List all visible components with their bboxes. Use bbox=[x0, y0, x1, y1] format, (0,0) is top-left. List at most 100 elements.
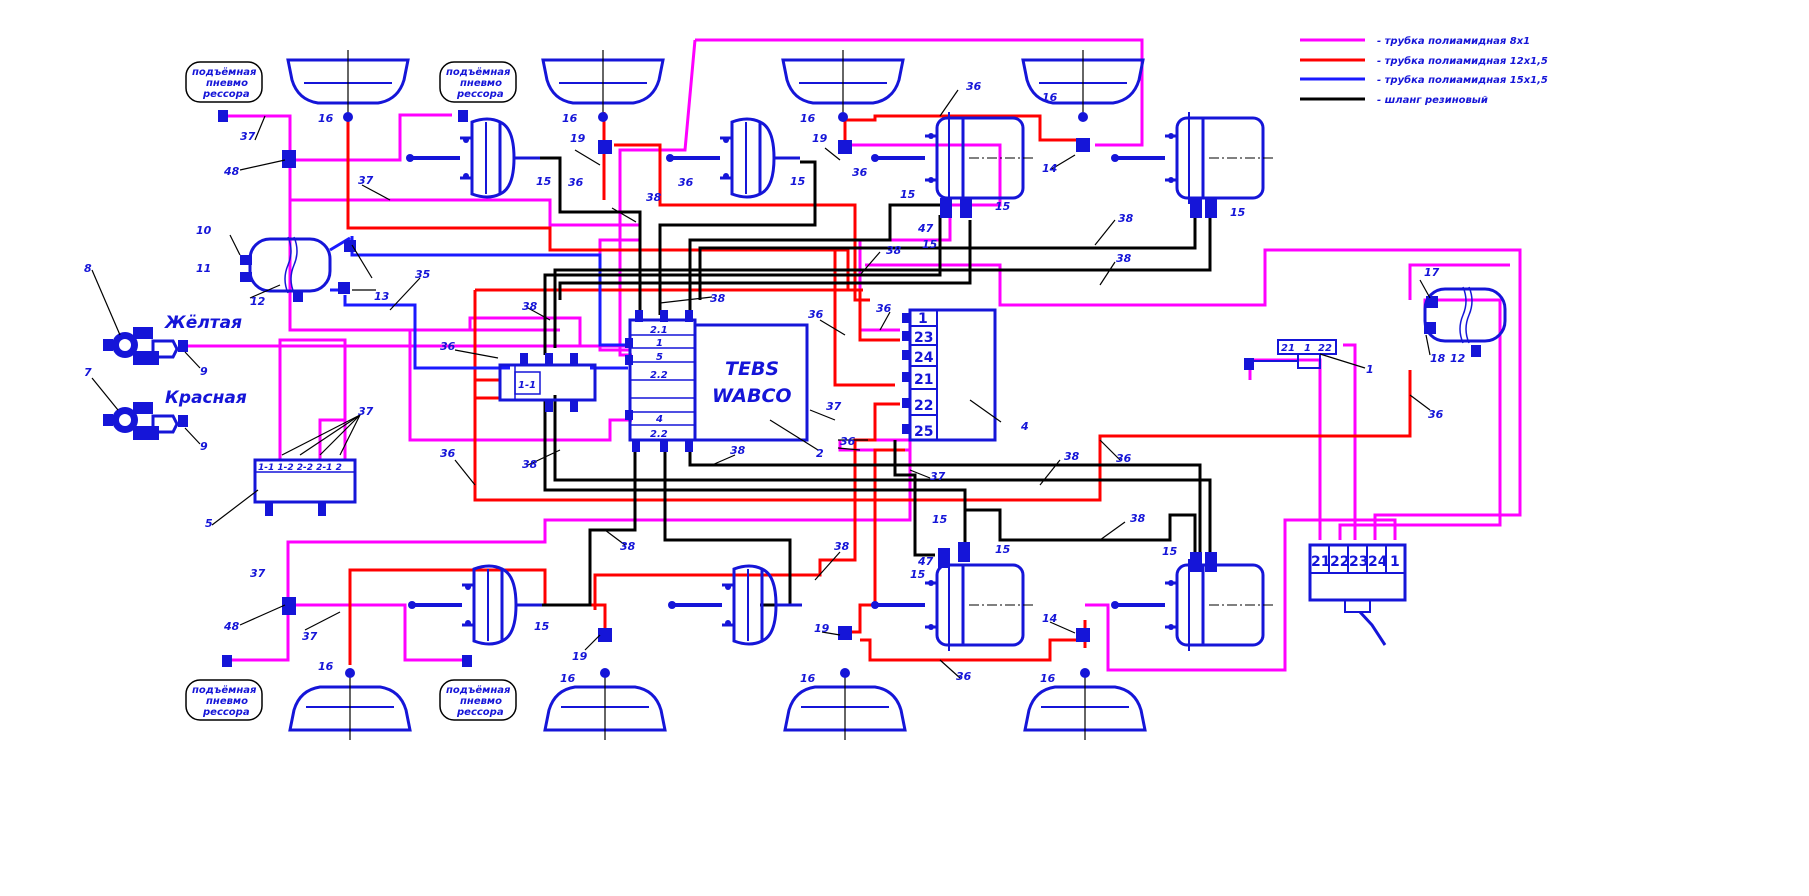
ebs-port-1: 1 bbox=[656, 338, 663, 349]
unit-port-23: 23 bbox=[1349, 554, 1368, 570]
ref-37b: 37 bbox=[358, 174, 374, 187]
legend-label-pink: - трубка полиамидная 8х1 bbox=[1377, 35, 1530, 47]
ref-36d: 36 bbox=[966, 80, 982, 93]
ref-15c: 15 bbox=[900, 188, 916, 201]
ref-12a: 12 bbox=[250, 295, 266, 308]
ref-36b: 36 bbox=[678, 176, 694, 189]
ref-36h: 36 bbox=[840, 435, 856, 448]
ref-12b: 12 bbox=[1450, 352, 1466, 365]
trailer-control-unit: 21 22 23 24 1 bbox=[1308, 543, 1407, 646]
ref-7: 7 bbox=[84, 366, 92, 379]
ref-16e: 16 bbox=[318, 660, 334, 673]
ref-38l: 38 bbox=[1130, 512, 1146, 525]
ref-37d: 37 bbox=[250, 567, 266, 580]
ebs-title-line2: WABCO bbox=[712, 385, 792, 407]
ref-15a: 15 bbox=[536, 175, 552, 188]
liftbag-br-l1: подъёмная bbox=[446, 684, 511, 696]
ref-38j: 38 bbox=[834, 540, 850, 553]
ref-38a: 38 bbox=[646, 191, 662, 204]
ref-47b: 47 bbox=[917, 555, 934, 568]
control-valve-1: 21 1 22 bbox=[1244, 339, 1337, 370]
lift-bag-texts: подъёмная пневмо рессора подъёмная пневм… bbox=[192, 66, 511, 718]
ref-16b: 16 bbox=[562, 112, 578, 125]
ref-19d: 19 bbox=[814, 622, 830, 635]
ebs-port-5: 5 bbox=[656, 352, 663, 363]
ref-37c: 37 bbox=[358, 405, 374, 418]
liftbag-tr-l1: подъёмная bbox=[446, 66, 511, 78]
ref-38i: 38 bbox=[620, 540, 636, 553]
ref-38f: 38 bbox=[710, 292, 726, 305]
ref-35: 35 bbox=[415, 268, 431, 281]
ref-16h: 16 bbox=[1040, 672, 1056, 685]
ref-15f: 15 bbox=[1230, 206, 1246, 219]
ref-8: 8 bbox=[84, 262, 92, 275]
liftbag-bl-l3: рессора bbox=[202, 707, 250, 718]
ref-37a: 37 bbox=[240, 130, 256, 143]
reference-numbers: 8 7 9 9 5 10 11 12 13 35 48 48 37 37 37 … bbox=[84, 80, 1466, 685]
ref-16c: 16 bbox=[800, 112, 816, 125]
ebs-port-4: 4 bbox=[655, 414, 663, 425]
ref-9b: 9 bbox=[200, 440, 208, 453]
liftbag-tl-l3: рессора bbox=[202, 89, 250, 100]
ref-38e: 38 bbox=[522, 300, 538, 313]
coupling-yellow-label: Жёлтая bbox=[164, 313, 242, 333]
legend-label-blue: - трубка полиамидная 15х1,5 bbox=[1377, 74, 1548, 86]
ref-38h: 38 bbox=[730, 444, 746, 457]
red-pipes bbox=[346, 112, 1412, 665]
block4-port-22: 22 bbox=[914, 398, 933, 414]
legend-label-red: - трубка полиамидная 12х1,5 bbox=[1377, 55, 1548, 67]
ref-1: 1 bbox=[1366, 363, 1374, 376]
ref-37e: 37 bbox=[302, 630, 318, 643]
valve-port-22: 22 bbox=[1318, 343, 1332, 354]
liftbag-tl-l1: подъёмная bbox=[192, 66, 257, 78]
ref-15i: 15 bbox=[995, 543, 1011, 556]
tebs-modulator: 2.1 1 5 2.2 4 2.2 TEBS WABCO bbox=[625, 310, 809, 452]
ref-37f: 37 bbox=[826, 400, 842, 413]
relay-ports-label: 1-1 bbox=[518, 380, 536, 391]
air-reservoirs bbox=[248, 235, 1507, 345]
ref-48a: 48 bbox=[223, 165, 240, 178]
ebs-port-21: 2.1 bbox=[650, 325, 668, 336]
ref-15e: 15 bbox=[922, 238, 938, 251]
liftbag-tr-l2: пневмо bbox=[460, 78, 502, 89]
ref-9a: 9 bbox=[200, 365, 208, 378]
ref-36i: 36 bbox=[440, 447, 456, 460]
liftbag-tl-l2: пневмо bbox=[206, 78, 248, 89]
legend-label-black: - шланг резиновый bbox=[1377, 95, 1488, 106]
wheels-top bbox=[286, 48, 1145, 124]
ref-19c: 19 bbox=[572, 650, 588, 663]
ref-36k: 36 bbox=[1428, 408, 1444, 421]
ref-36f: 36 bbox=[808, 308, 824, 321]
ebs-port-22: 2.2 bbox=[650, 370, 668, 381]
fittings bbox=[178, 110, 1481, 667]
ref-15j: 15 bbox=[910, 568, 926, 581]
wheels-bottom bbox=[288, 666, 1147, 742]
ref-38b: 38 bbox=[886, 244, 902, 257]
liftbag-br-l3: рессора bbox=[456, 707, 504, 718]
distribution-valve: 1-1 bbox=[498, 353, 597, 412]
ref-16g: 16 bbox=[800, 672, 816, 685]
ref-19a: 19 bbox=[570, 132, 586, 145]
ref-38k: 38 bbox=[1064, 450, 1080, 463]
ref-36g: 36 bbox=[876, 302, 892, 315]
block4-port-24: 24 bbox=[914, 350, 934, 366]
ref-36a: 36 bbox=[568, 176, 584, 189]
ref-16a: 16 bbox=[318, 112, 334, 125]
ref-14a: 14 bbox=[1042, 162, 1057, 175]
ref-15k: 15 bbox=[1162, 545, 1178, 558]
black-hoses bbox=[520, 156, 1212, 607]
ref-13: 13 bbox=[374, 290, 390, 303]
ebs-title-line1: TEBS bbox=[725, 358, 779, 380]
ref-15h: 15 bbox=[932, 513, 948, 526]
ref-4: 4 bbox=[1020, 420, 1029, 433]
ref-14b: 14 bbox=[1042, 612, 1057, 625]
ref-5: 5 bbox=[205, 517, 213, 530]
ref-47a: 47 bbox=[917, 222, 934, 235]
block4-port-1: 1 bbox=[918, 311, 928, 327]
valve-port-21: 21 bbox=[1281, 343, 1295, 354]
leader-lines bbox=[91, 89, 1431, 679]
ref-36c: 36 bbox=[852, 166, 868, 179]
ref-15g: 15 bbox=[534, 620, 550, 633]
liftbag-bl-l1: подъёмная bbox=[192, 684, 257, 696]
ref-36j: 36 bbox=[1116, 452, 1132, 465]
